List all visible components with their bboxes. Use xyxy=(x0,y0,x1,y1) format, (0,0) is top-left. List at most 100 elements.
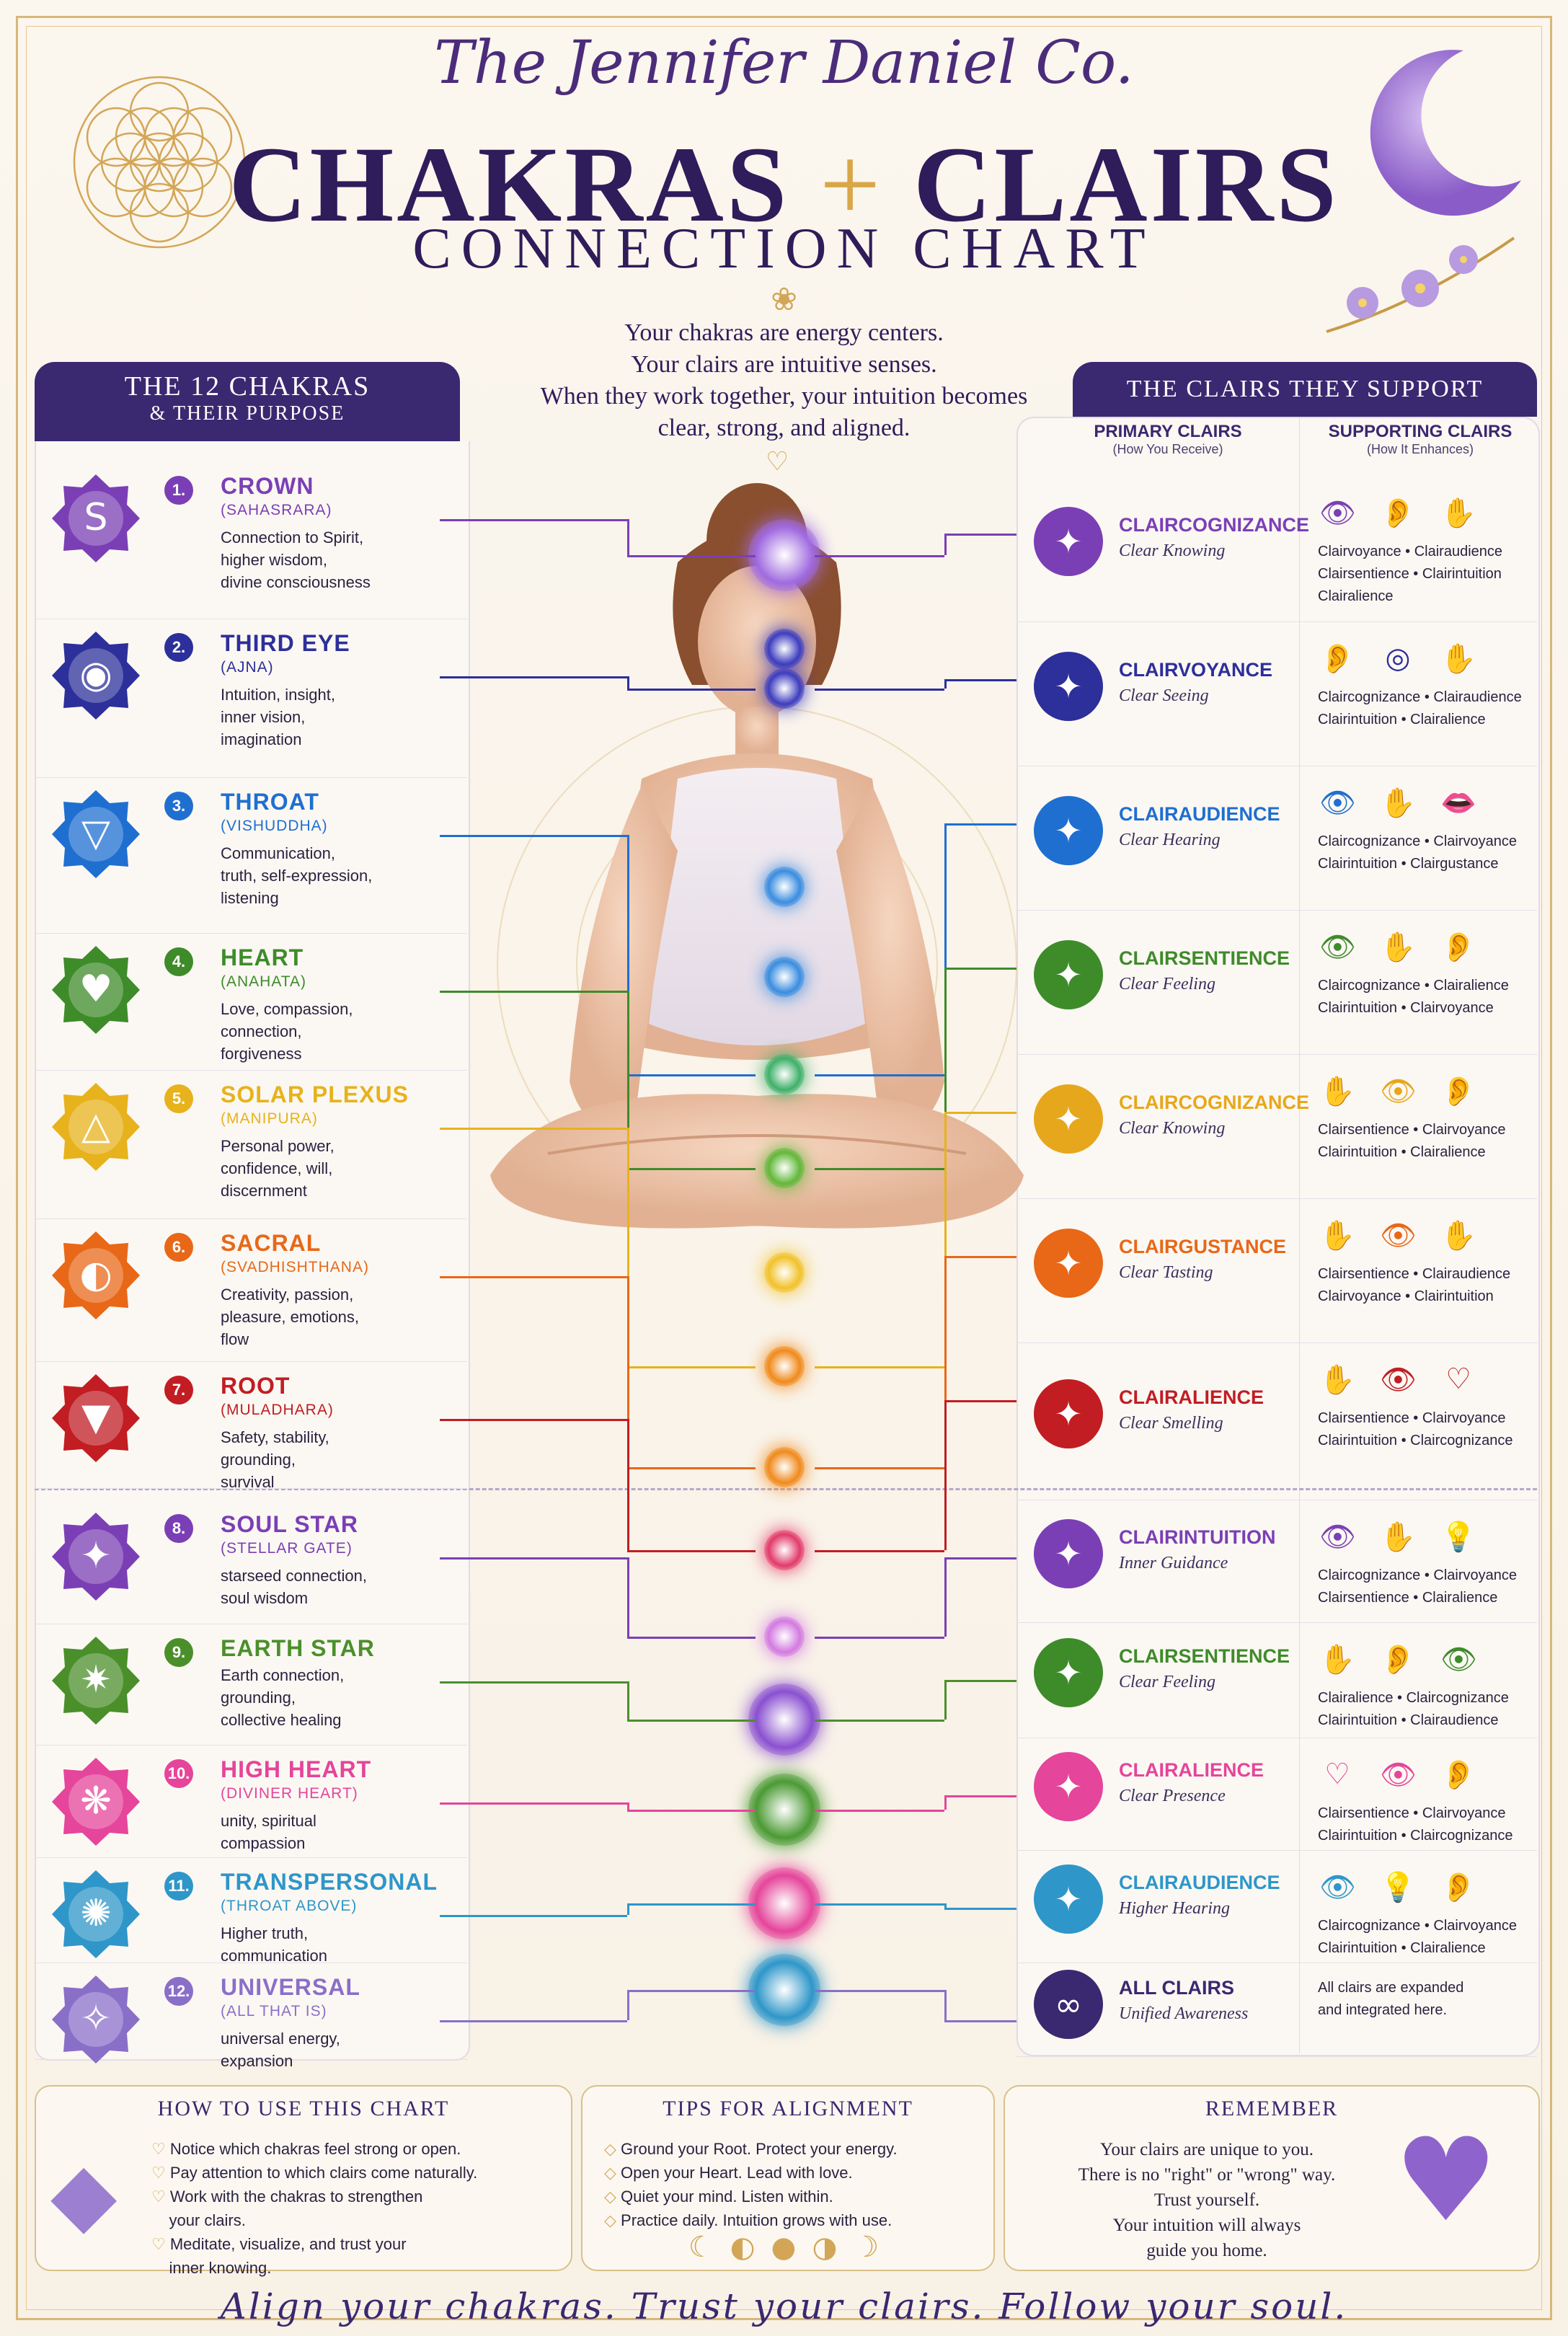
clair-icon: ✦ xyxy=(1034,796,1103,865)
chakra-glyph-icon: ▼ xyxy=(81,1396,110,1439)
chakra-row[interactable]: ▽3.THROAT(VISHUDDHA)Communication,truth,… xyxy=(35,777,467,934)
clair-subtitle: Clear Hearing xyxy=(1119,831,1221,849)
connector-line-right xyxy=(815,1550,944,1552)
chakra-glyph-icon: ✺ xyxy=(80,1892,112,1935)
how-to-item: ♡ Notice which chakras feel strong or op… xyxy=(151,2137,562,2161)
supporting-clair-icon: ♡ xyxy=(1445,1363,1471,1396)
chakra-energy-node xyxy=(764,668,805,709)
supporting-clairs-line: Clairsentience • Clairvoyance xyxy=(1318,1410,1506,1426)
chakra-row[interactable]: ❋10.HIGH HEART(DIVINER HEART)unity, spir… xyxy=(35,1745,467,1858)
flower-branch-icon xyxy=(1326,236,1515,333)
chakra-sanskrit: (DIVINER HEART) xyxy=(221,1785,358,1802)
chakra-description-line: Earth connection, xyxy=(221,1666,345,1684)
supporting-clair-icon: 👂 xyxy=(1380,497,1416,530)
clair-name: CLAIRVOYANCE xyxy=(1119,659,1273,681)
clair-subtitle: Clear Knowing xyxy=(1119,1119,1226,1138)
how-to-box: HOW TO USE THIS CHART ◆ ♡ Notice which c… xyxy=(35,2085,572,2277)
chakra-glyph-icon: ♥ xyxy=(79,968,113,1011)
connector-line-left xyxy=(440,835,627,837)
chakra-row[interactable]: △5.SOLAR PLEXUS(MANIPURA)Personal power,… xyxy=(35,1070,467,1219)
tip-bullet-icon: ◇ xyxy=(604,2164,621,2182)
tips-box: TIPS FOR ALIGNMENT ◇ Ground your Root. P… xyxy=(581,2085,995,2271)
chakra-description-line: grounding, xyxy=(221,1451,296,1469)
connector-line-left-to-node xyxy=(627,1168,756,1170)
chakra-description-line: divine consciousness xyxy=(221,573,371,591)
how-to-item: your clairs. xyxy=(151,2208,562,2232)
supporting-clair-icon: 👂 xyxy=(1440,1758,1476,1792)
chakra-energy-node xyxy=(748,1867,820,1939)
chakra-row[interactable]: ▼7.ROOT(MULADHARA)Safety, stability,grou… xyxy=(35,1361,467,1491)
connector-line-left-vertical xyxy=(627,1128,629,1366)
connector-line-right xyxy=(815,555,944,557)
chakra-row[interactable]: ✦8.SOUL STAR(STELLAR GATE)starseed conne… xyxy=(35,1500,467,1624)
supporting-icons: 👂◎✋ xyxy=(1319,642,1514,676)
supporting-clair-icon: ✋ xyxy=(1319,1363,1355,1397)
supporting-clairs-line: Clairintuition • Clairalience xyxy=(1318,712,1486,727)
chakra-row[interactable]: ♥4.HEART(ANAHATA)Love, compassion,connec… xyxy=(35,933,467,1071)
supporting-clairs-line: Clairvoyance • Clairintuition xyxy=(1318,1288,1494,1304)
chakra-name: EARTH STAR xyxy=(221,1635,375,1661)
connector-line-left-to-node xyxy=(627,1720,756,1722)
chakra-row[interactable]: ◉2.THIRD EYE(AJNA)Intuition, insight,inn… xyxy=(35,619,467,778)
primary-clairs-header: PRIMARY CLAIRS (How You Receive) xyxy=(1038,422,1298,457)
how-to-title: HOW TO USE THIS CHART xyxy=(157,2097,450,2120)
chakra-row[interactable]: ✺11.TRANSPERSONAL(THROAT ABOVE)Higher tr… xyxy=(35,1857,467,1965)
supporting-clairs-line: Claircognizance • Clairalience xyxy=(1318,978,1509,994)
chakra-description-line: truth, self-expression, xyxy=(221,867,373,885)
intro-line: Your chakras are energy centers. xyxy=(624,319,944,346)
chakra-energy-node xyxy=(764,1616,805,1657)
chakra-description-line: forgiveness xyxy=(221,1045,302,1063)
connector-line-right-vertical xyxy=(944,1256,947,1467)
supporting-clairs-line: Claircognizance • Clairaudience xyxy=(1318,689,1522,705)
connector-line-left xyxy=(440,1915,627,1917)
how-to-list: ♡ Notice which chakras feel strong or op… xyxy=(151,2137,562,2280)
supporting-clairs-line: Clairalience xyxy=(1318,588,1394,604)
chakra-name: TRANSPERSONAL xyxy=(221,1869,438,1895)
supporting-icons: ✋👁♡ xyxy=(1319,1363,1514,1397)
chakra-symbol-icon: ♥ xyxy=(49,943,150,1044)
supporting-clairs-header: SUPPORTING CLAIRS (How It Enhances) xyxy=(1305,422,1536,457)
chakra-description-line: unity, spiritual xyxy=(221,1812,316,1830)
chakra-energy-node xyxy=(764,1148,805,1188)
connector-line-right-vertical xyxy=(944,1795,947,1810)
connector-line-right xyxy=(815,1467,944,1469)
chakra-description-line: imagination xyxy=(221,730,302,748)
supporting-clair-icon: 👁 xyxy=(1319,497,1356,530)
clair-name: CLAIRGUSTANCE xyxy=(1119,1236,1286,1257)
chakra-energy-node xyxy=(764,1530,805,1570)
outer-border xyxy=(16,16,1552,2320)
chakra-sanskrit: (STELLAR GATE) xyxy=(221,1540,353,1557)
supporting-clair-icon: 👂 xyxy=(1319,642,1355,676)
chakra-description: Earth connection,grounding,collective he… xyxy=(221,1664,437,1731)
clair-icon: ✦ xyxy=(1034,1752,1103,1821)
clair-name: CLAIRALIENCE xyxy=(1119,1759,1264,1781)
intro-line: clear, strong, and aligned. xyxy=(657,415,911,441)
crystal-icon: ◆ xyxy=(50,2144,118,2244)
heart-icon: ♡ xyxy=(766,447,789,477)
chakra-row[interactable]: ◐6.SACRAL(SVADHISHTHANA)Creativity, pass… xyxy=(35,1218,467,1362)
tip-text: Ground your Root. Protect your energy. xyxy=(621,2140,898,2158)
supporting-clair-icon: ✋ xyxy=(1440,497,1476,530)
chakra-energy-node xyxy=(764,1346,805,1386)
meditating-figure xyxy=(490,483,1024,1229)
tip-bullet-icon: ◇ xyxy=(604,2187,621,2206)
clair-subtitle: Clear Feeling xyxy=(1119,975,1215,994)
clair-icon: ✦ xyxy=(1034,940,1103,1009)
connector-line-left xyxy=(440,1681,627,1684)
chakra-row[interactable]: ✧12.UNIVERSAL(ALL THAT IS)universal ener… xyxy=(35,1963,467,2070)
